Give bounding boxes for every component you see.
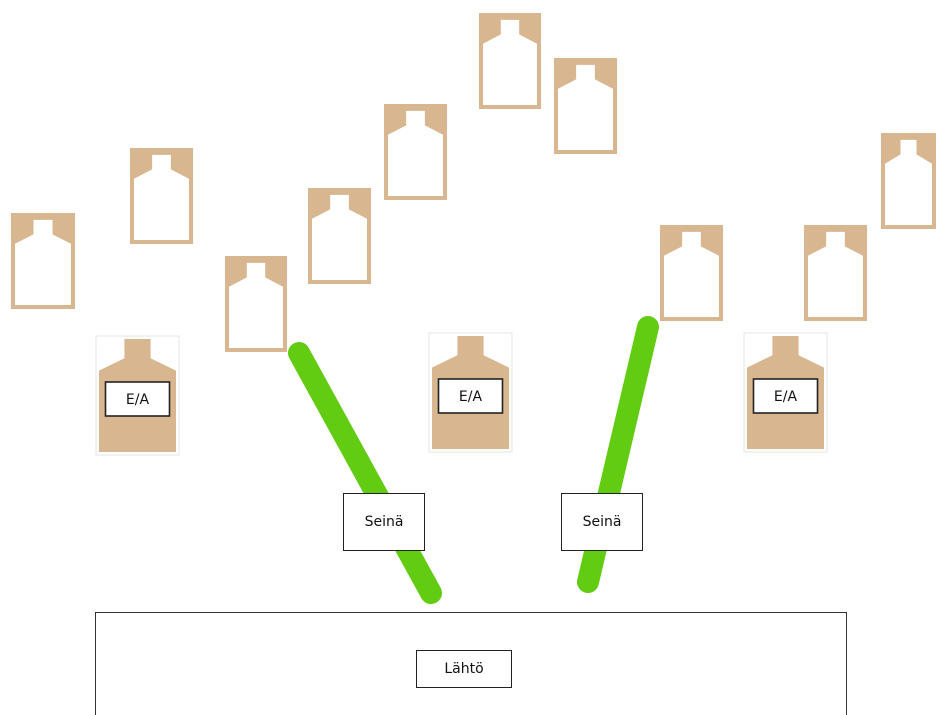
paper-cover xyxy=(664,231,719,317)
no-shoot-label: E/A xyxy=(774,389,798,405)
no-shoot-label: E/A xyxy=(126,392,150,408)
no-shoot-label-box xyxy=(752,378,819,414)
paper-cover xyxy=(312,194,367,280)
wall-label-left: Seinä xyxy=(343,493,425,551)
paper-cover xyxy=(885,139,932,225)
paper-cover xyxy=(134,154,189,240)
no-shoot-target: E/A xyxy=(428,332,513,453)
paper-cover xyxy=(808,231,863,317)
no-shoot-label-box xyxy=(104,381,171,417)
paper-target xyxy=(225,256,287,352)
no-shoot-label: E/A xyxy=(459,389,483,405)
paper-target xyxy=(384,104,447,200)
paper-cover xyxy=(388,110,443,196)
no-shoot-target: E/A xyxy=(743,332,828,453)
paper-target xyxy=(881,133,936,229)
paper-target xyxy=(11,213,75,309)
no-shoot-target: E/A xyxy=(95,335,180,456)
paper-cover xyxy=(483,19,537,106)
paper-cover xyxy=(558,64,613,150)
paper-cover xyxy=(229,262,283,348)
wall-left xyxy=(288,342,442,604)
paper-target xyxy=(660,225,723,321)
paper-target xyxy=(804,225,867,321)
start-label: Lähtö xyxy=(416,650,512,688)
paper-target xyxy=(130,148,193,244)
paper-target xyxy=(308,188,371,284)
paper-cover xyxy=(15,219,71,305)
paper-target xyxy=(479,13,541,109)
paper-target xyxy=(554,58,617,154)
wall-label-right: Seinä xyxy=(561,493,643,551)
no-shoot-label-box xyxy=(437,378,504,414)
